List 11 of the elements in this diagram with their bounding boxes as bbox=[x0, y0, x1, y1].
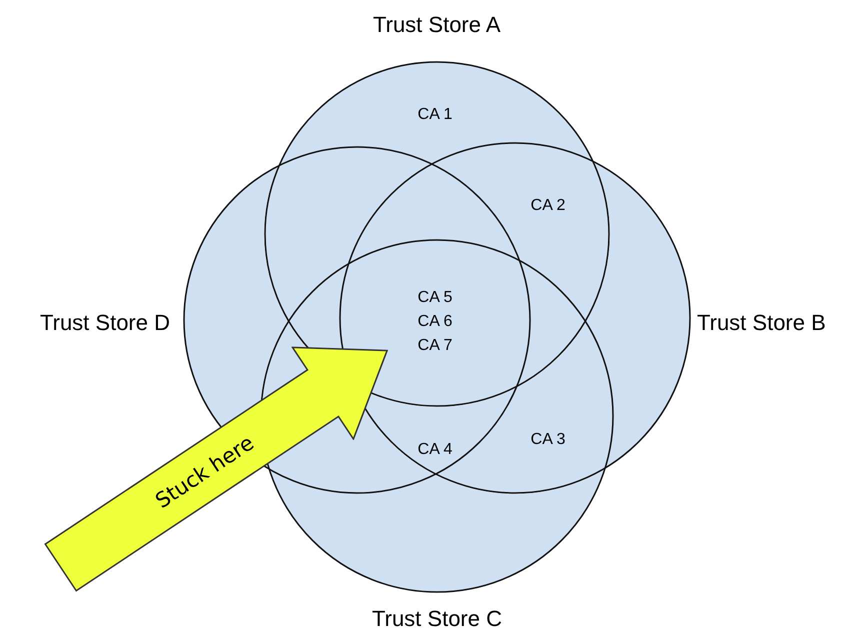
region-label: CA 7 bbox=[418, 337, 452, 355]
set-label: Trust Store C bbox=[372, 606, 502, 632]
set-label: Trust Store B bbox=[697, 310, 826, 336]
region-label: CA 2 bbox=[530, 197, 566, 215]
set-label: Trust Store A bbox=[373, 12, 501, 38]
region-label: CA 4 bbox=[418, 441, 452, 459]
region-label: CA 1 bbox=[418, 106, 452, 124]
region-label: CA 5 bbox=[418, 289, 452, 307]
set-label: Trust Store D bbox=[40, 310, 170, 336]
region-label: CA 6 bbox=[418, 313, 452, 331]
region-label: CA 3 bbox=[530, 431, 566, 449]
